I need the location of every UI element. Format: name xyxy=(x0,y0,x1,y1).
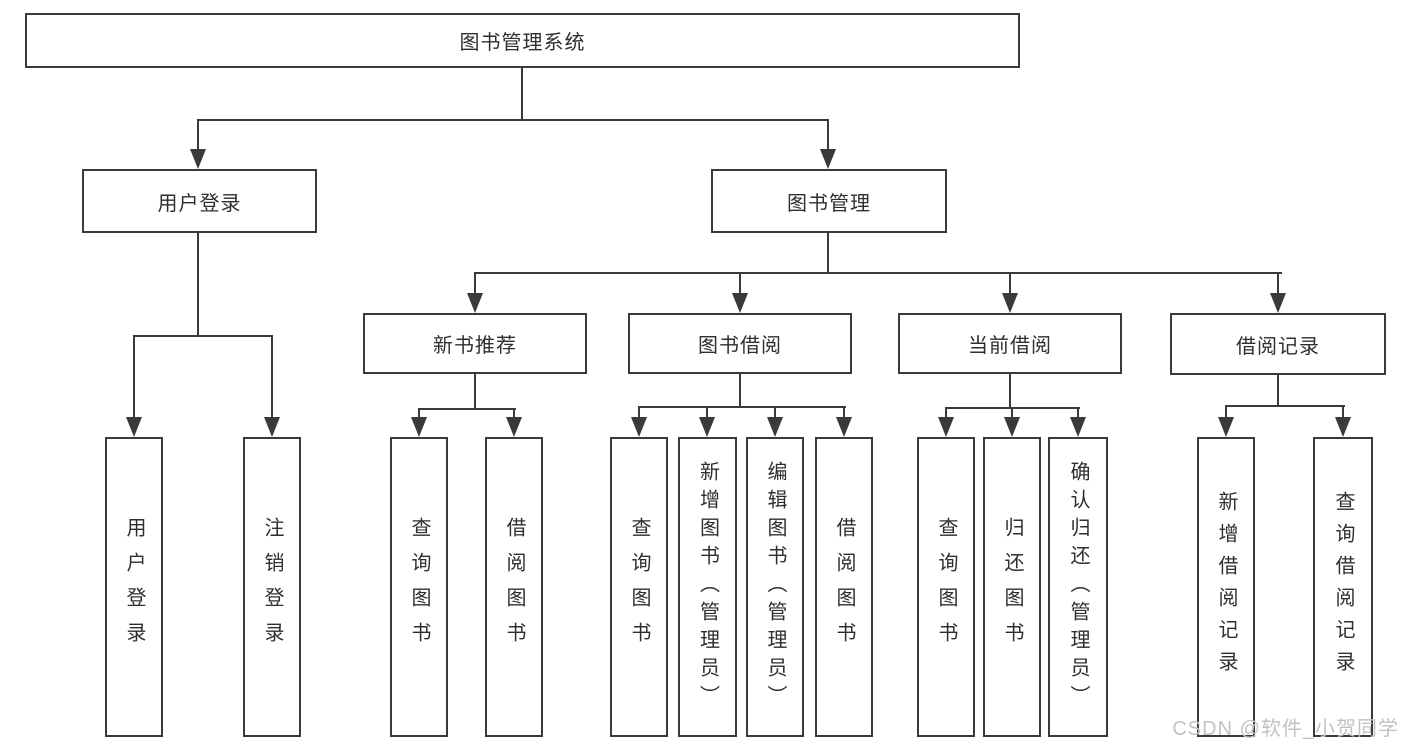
connector-drop xyxy=(1277,272,1279,296)
connector-drop xyxy=(739,272,741,296)
leaf-recommend-query-book: 查询图书 xyxy=(390,437,448,737)
connector-drop xyxy=(513,408,515,420)
arrow-down-icon xyxy=(1270,293,1286,313)
arrow-down-icon xyxy=(1070,417,1086,437)
connector-current-stem xyxy=(1009,374,1011,409)
connector-recommend-stem xyxy=(474,374,476,410)
leaf-recommend-borrow-book: 借阅图书 xyxy=(485,437,543,737)
connector-mgmt-stem xyxy=(827,233,829,274)
connector-drop xyxy=(706,406,708,420)
arrow-down-icon xyxy=(1335,417,1351,437)
connector-drop xyxy=(197,119,199,153)
connector-drop xyxy=(638,406,640,420)
leaf-records-query-record: 查询借阅记录 xyxy=(1313,437,1373,737)
arrow-down-icon xyxy=(938,417,954,437)
arrow-down-icon xyxy=(506,417,522,437)
watermark: CSDN @软件_小贺同学 xyxy=(1172,718,1399,740)
arrow-down-icon xyxy=(1004,417,1020,437)
connector-records-stem xyxy=(1277,374,1279,407)
arrow-down-icon xyxy=(467,293,483,313)
connector-drop xyxy=(827,119,829,153)
connector-records-split xyxy=(1225,405,1345,407)
leaf-borrow-add-book-admin: 新增图书（管理员） xyxy=(678,437,737,737)
node-book-borrow: 图书借阅 xyxy=(628,313,852,374)
leaf-borrow-edit-book-admin: 编辑图书（管理员） xyxy=(746,437,804,737)
connector-drop xyxy=(1077,407,1079,420)
connector-drop xyxy=(945,407,947,420)
connector-borrow-split xyxy=(638,406,846,408)
arrow-down-icon xyxy=(767,417,783,437)
connector-drop xyxy=(774,406,776,420)
connector-login-split xyxy=(133,335,273,337)
connector-drop xyxy=(133,335,135,420)
connector-login-stem xyxy=(197,233,199,337)
node-library-management-system: 图书管理系统 xyxy=(25,13,1020,68)
arrow-down-icon xyxy=(1002,293,1018,313)
connector-level2-split xyxy=(197,119,829,121)
arrow-down-icon xyxy=(820,149,836,169)
leaf-borrow-query-book: 查询图书 xyxy=(610,437,668,737)
arrow-down-icon xyxy=(1218,417,1234,437)
connector-drop xyxy=(843,406,845,420)
connector-drop xyxy=(1009,272,1011,296)
arrow-down-icon xyxy=(732,293,748,313)
connector-level3-split xyxy=(474,272,1282,274)
arrow-down-icon xyxy=(631,417,647,437)
node-user-login: 用户登录 xyxy=(82,169,317,233)
node-new-book-recommend: 新书推荐 xyxy=(363,313,587,374)
node-current-borrow: 当前借阅 xyxy=(898,313,1122,374)
connector-root-stem xyxy=(521,68,523,121)
arrow-down-icon xyxy=(699,417,715,437)
connector-drop xyxy=(418,408,420,420)
leaf-current-confirm-return-admin: 确认归还（管理员） xyxy=(1048,437,1108,737)
connector-drop xyxy=(271,335,273,420)
connector-drop xyxy=(1342,405,1344,420)
connector-recommend-split xyxy=(418,408,516,410)
connector-drop xyxy=(1225,405,1227,420)
node-borrow-records: 借阅记录 xyxy=(1170,313,1386,375)
node-book-management: 图书管理 xyxy=(711,169,947,233)
connector-borrow-stem xyxy=(739,374,741,408)
arrow-down-icon xyxy=(411,417,427,437)
leaf-current-return-book: 归还图书 xyxy=(983,437,1041,737)
leaf-current-query-book: 查询图书 xyxy=(917,437,975,737)
connector-drop xyxy=(474,272,476,296)
connector-drop xyxy=(1011,407,1013,420)
leaf-user-login: 用户登录 xyxy=(105,437,163,737)
leaf-records-add-record: 新增借阅记录 xyxy=(1197,437,1255,737)
arrow-down-icon xyxy=(264,417,280,437)
leaf-logout: 注销登录 xyxy=(243,437,301,737)
arrow-down-icon xyxy=(126,417,142,437)
leaf-borrow-borrow-book: 借阅图书 xyxy=(815,437,873,737)
arrow-down-icon xyxy=(190,149,206,169)
arrow-down-icon xyxy=(836,417,852,437)
